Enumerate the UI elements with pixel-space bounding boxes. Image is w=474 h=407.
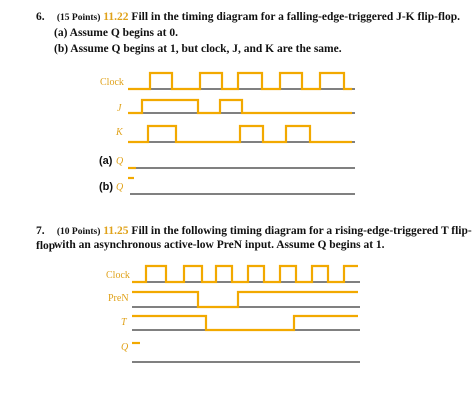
problem-6-header: 6. (15 Points) 11.22 Fill in the timing … [36,10,460,25]
p7-pren-row: PreN [108,290,360,309]
p7-pren-label: PreN [108,293,129,304]
problem-7-header: 7. (10 Points) 11.25 Fill in the followi… [36,224,474,253]
problem-6-text: Fill in the timing diagram for a falling… [131,11,460,23]
problem-7-text: Fill in the following timing diagram for… [36,225,472,252]
p6-k-label: K [115,127,124,138]
p7-t-label: T [121,317,128,328]
p6-j-wave [128,98,352,115]
p6-q-a-label: Q [116,156,124,167]
p6-clock-wave [128,71,352,91]
p7-t-wave [132,314,358,332]
problem-7-number: 7. [36,225,45,237]
p6-clock-label: Clock [100,77,124,88]
problem-7-text-2: with an asynchronous active-low PreN inp… [54,239,385,251]
problem-6-points: (15 Points) [56,13,101,23]
p7-clock-wave [132,264,358,284]
problem-7-points: (10 Points) [56,227,101,237]
p7-t-row: T [121,314,360,332]
p6-k-row: K [115,124,355,144]
p6-q-b-row: (b) Q [99,176,355,195]
problem-6-number: 6. [36,11,45,23]
problem-6-part-a: (a) Assume Q begins at 0. [54,27,178,39]
problem-7-ref: 11.25 [103,225,129,237]
p7-clock-row: Clock [106,264,360,284]
p7-q-row: Q [121,341,360,363]
p7-q-label: Q [121,342,129,353]
p6-j-label: J [117,103,122,114]
p6-k-wave [128,124,352,144]
p6-q-b-label: Q [116,182,124,193]
p6-q-a-row: (a) Q [99,155,355,170]
p6-part-a-label: (a) [99,155,113,167]
problem-6-ref: 11.22 [103,11,129,23]
problem-6-part-b: (b) Assume Q begins at 1, but clock, J, … [54,43,342,55]
p6-clock-row: Clock [100,71,355,91]
p7-clock-label: Clock [106,270,130,281]
p6-part-b-label: (b) [99,181,113,193]
p6-j-row: J [117,98,355,115]
p7-pren-wave [132,290,358,309]
